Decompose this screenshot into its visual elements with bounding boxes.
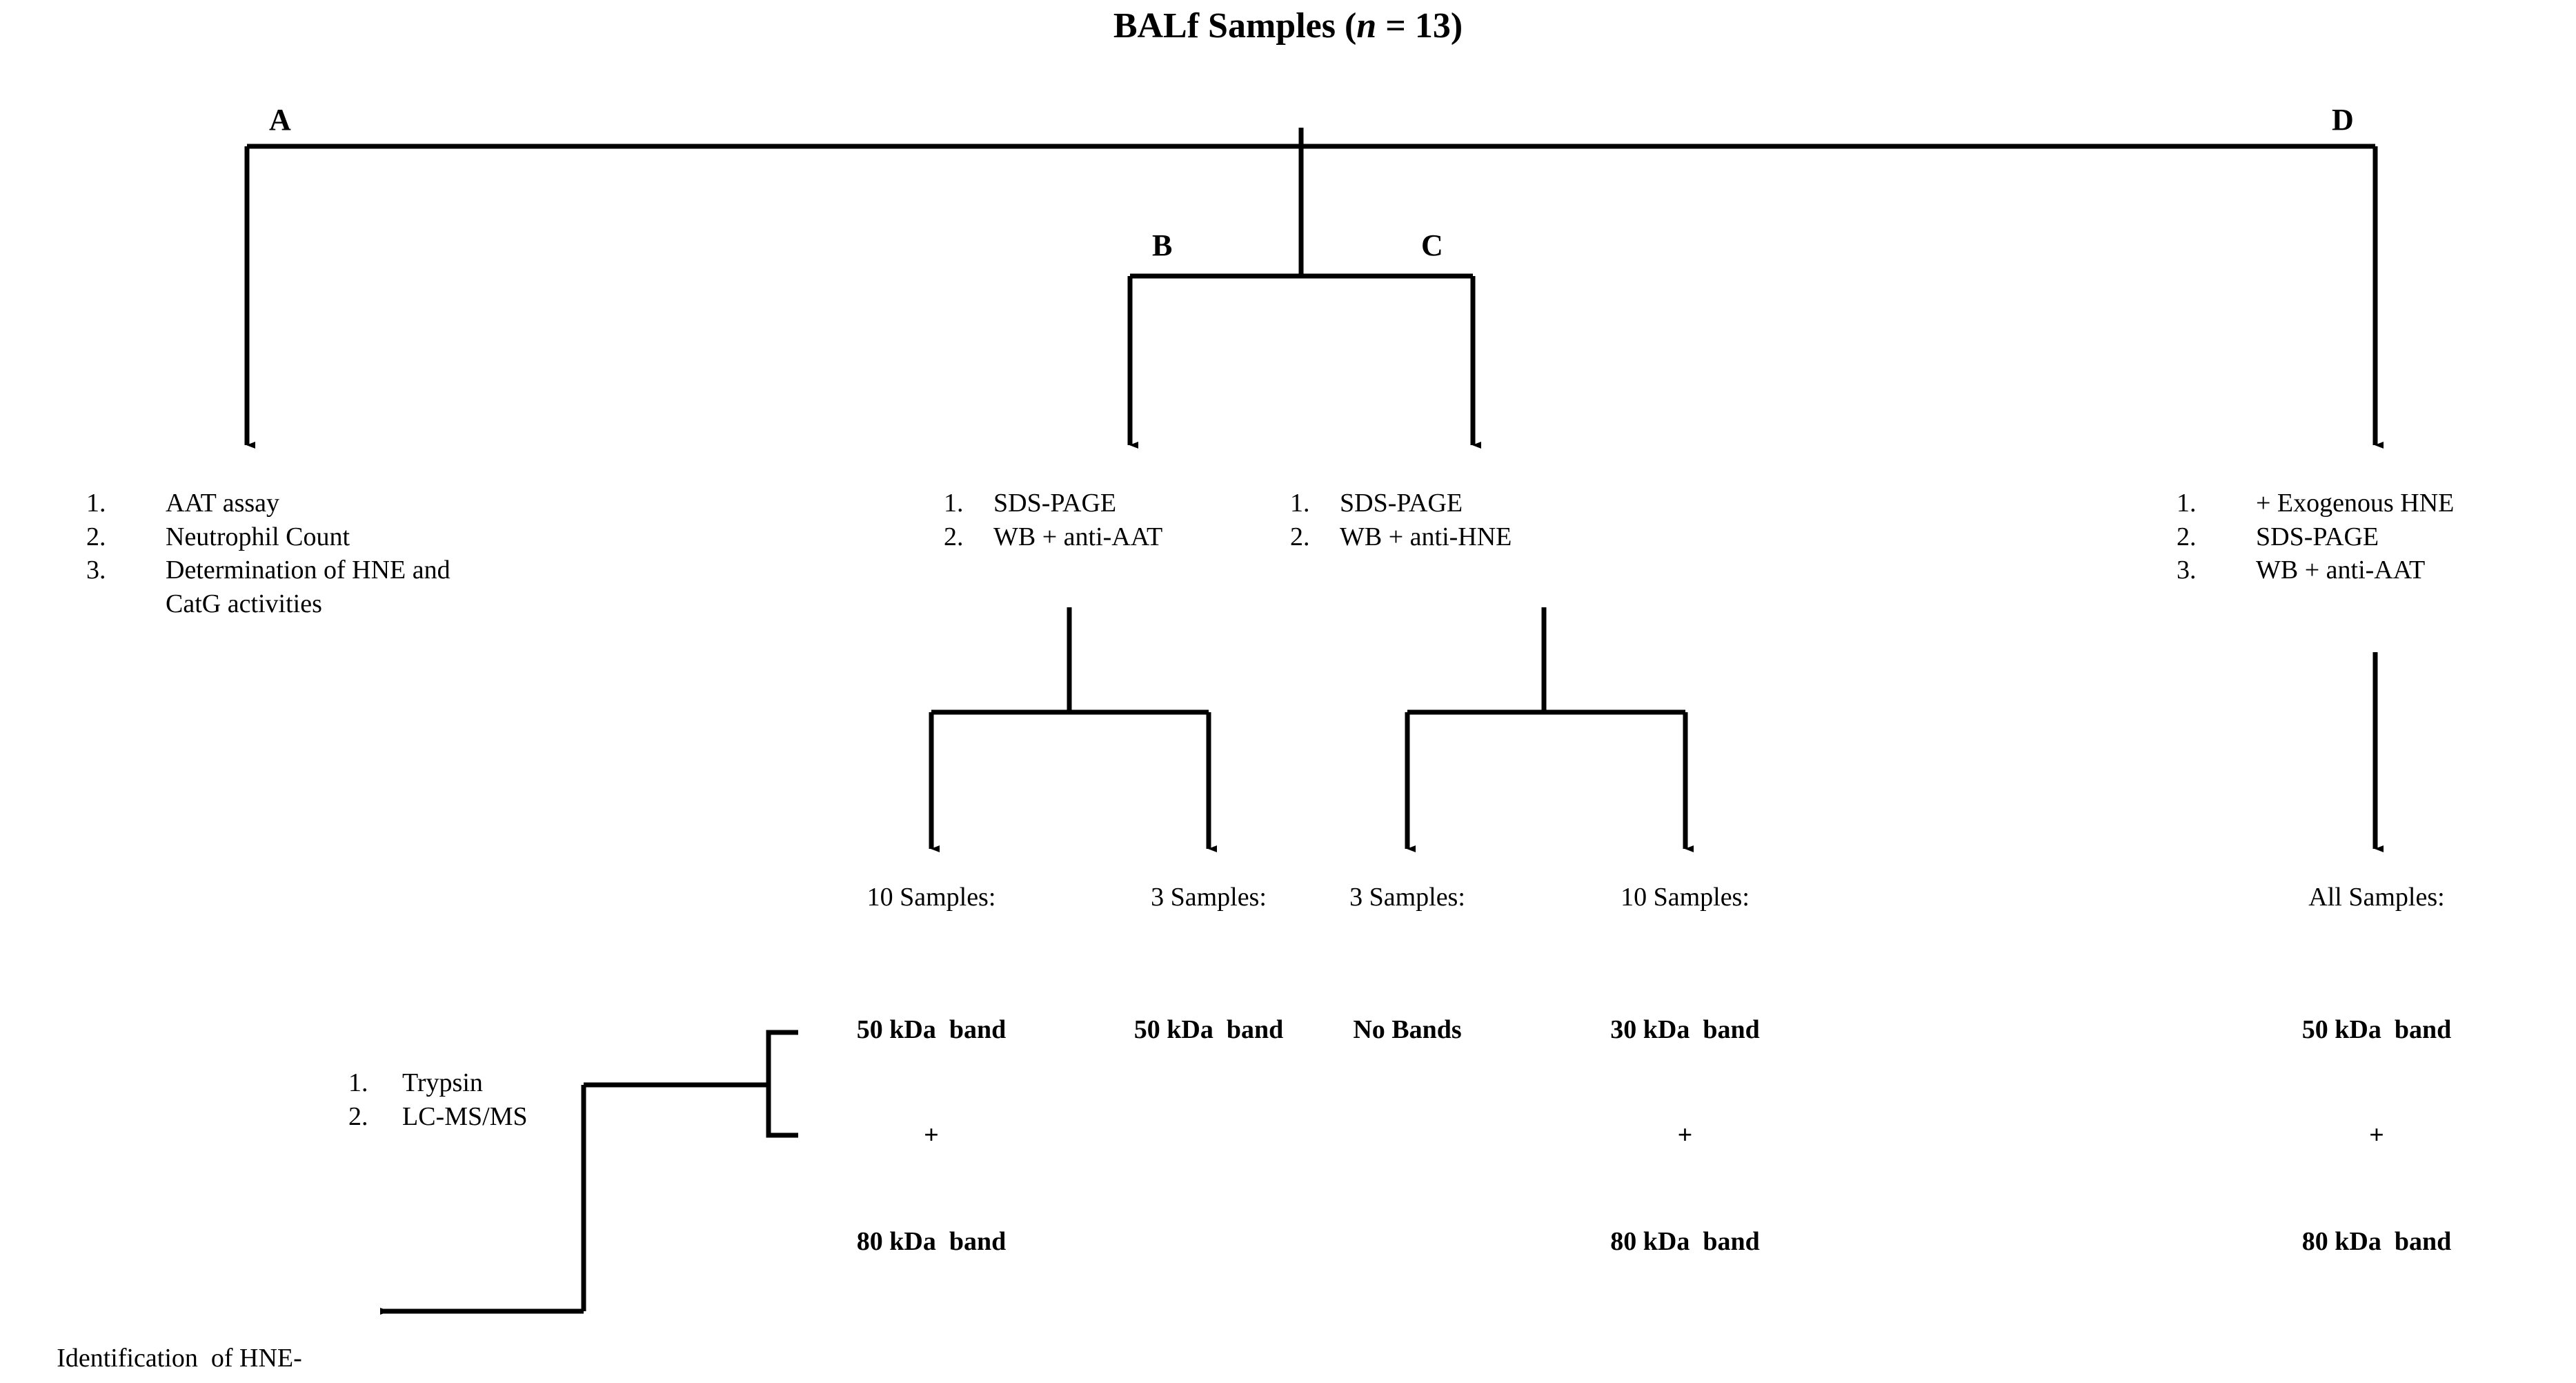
final-outcome: Identification of HNE- AAT complex	[7, 1273, 352, 1383]
final-outcome-line-1: Identification of HNE-	[57, 1343, 302, 1373]
result-header: 10 Samples:	[1621, 883, 1750, 912]
result-plus: +	[924, 1121, 939, 1150]
branch-label-c: C	[1421, 228, 1443, 262]
list-item-label: SDS-PAGE	[993, 489, 1117, 518]
list-item-number: 1.	[1290, 489, 1310, 518]
list-item-label: Trypsin	[402, 1068, 483, 1097]
result-b-left: 10 Samples: 50 kDa band + 80 kDa band	[786, 882, 1076, 1331]
list-item-number: 2.	[2177, 522, 2197, 551]
result-line-1: 50 kDa band	[2301, 1014, 2452, 1044]
result-c-left: 3 Samples: No Bands	[1273, 882, 1542, 1260]
branch-d-procedure-list: 1. + Exogenous HNE 2. SDS-PAGE 3. WB + a…	[2177, 487, 2576, 587]
list-item-number: 1.	[348, 1068, 368, 1097]
list-item-label: Neutrophil Count	[166, 522, 350, 551]
result-d-all: All Samples: 50 kDa band + 80 kDa band	[2232, 882, 2521, 1331]
downstream-procedure-list: 1. Trypsin 2. LC-MS/MS	[348, 1066, 707, 1133]
result-line-2: 80 kDa band	[2301, 1227, 2452, 1257]
result-header: 3 Samples:	[1349, 883, 1465, 912]
branch-label-b: B	[1152, 228, 1173, 262]
result-body: 50 kDa band	[1071, 941, 1347, 1260]
list-item: 1. Trypsin	[348, 1066, 707, 1100]
list-item: 1. SDS-PAGE	[944, 487, 1330, 520]
branch-label-d: D	[2332, 103, 2354, 137]
list-item-label-continued: CatG activities	[166, 589, 322, 618]
list-item: 2. WB + anti-AAT	[944, 520, 1330, 554]
result-line-1: 30 kDa band	[1610, 1014, 1760, 1044]
list-item: 2. SDS-PAGE	[2177, 520, 2576, 554]
title-lead: BALf Samples (	[1113, 6, 1357, 46]
list-item-number: 2.	[1290, 522, 1310, 551]
list-item: 3. WB + anti-AAT	[2177, 553, 2576, 587]
list-item: 2. WB + anti-HNE	[1290, 520, 1676, 554]
result-b-right: 3 Samples: 50 kDa band	[1071, 882, 1347, 1260]
list-item-label: SDS-PAGE	[2256, 522, 2379, 551]
list-item-label: Determination of HNE and	[166, 556, 450, 585]
list-item-number: 2.	[86, 522, 106, 551]
title-italic-n: n	[1356, 6, 1377, 46]
list-item-number: 2.	[348, 1101, 368, 1131]
list-item: 1. + Exogenous HNE	[2177, 487, 2576, 520]
page-title: BALf Samples (n = 13)	[0, 6, 2576, 46]
result-line-2: 80 kDa band	[856, 1227, 1007, 1257]
list-item-label: SDS-PAGE	[1340, 489, 1463, 518]
list-item-continuation: CatG activities	[86, 587, 707, 621]
list-item-label: WB + anti-AAT	[2256, 556, 2426, 585]
result-header: 10 Samples:	[866, 883, 996, 912]
result-body: No Bands	[1273, 941, 1542, 1260]
result-body: 50 kDa band + 80 kDa band	[786, 941, 1076, 1331]
list-item: 1. SDS-PAGE	[1290, 487, 1676, 520]
list-item: 3. Determination of HNE and	[86, 553, 707, 587]
branch-label-a: A	[269, 103, 291, 137]
result-line-1: 50 kDa band	[856, 1014, 1007, 1044]
title-tail: = 13)	[1376, 6, 1463, 46]
list-item-label: AAT assay	[166, 489, 280, 518]
result-header: 3 Samples:	[1151, 883, 1267, 912]
result-plus: +	[2369, 1121, 2384, 1150]
list-item-label: WB + anti-AAT	[993, 522, 1163, 551]
list-item: 2. LC-MS/MS	[348, 1100, 707, 1134]
result-body: 30 kDa band + 80 kDa band	[1542, 941, 1828, 1331]
list-item: 1. AAT assay	[86, 487, 707, 520]
result-line-1: No Bands	[1353, 1014, 1462, 1044]
list-item-label: + Exogenous HNE	[2256, 489, 2455, 518]
branch-a-procedure-list: 1. AAT assay 2. Neutrophil Count 3. Dete…	[86, 487, 707, 621]
result-body: 50 kDa band + 80 kDa band	[2232, 941, 2521, 1331]
list-item-number: 1.	[944, 489, 964, 518]
list-item-number: 3.	[86, 556, 106, 585]
list-item-number: 1.	[86, 489, 106, 518]
list-item-number: 2.	[944, 522, 964, 551]
branch-c-procedure-list: 1. SDS-PAGE 2. WB + anti-HNE	[1290, 487, 1676, 553]
result-plus: +	[1677, 1121, 1693, 1150]
result-header: All Samples:	[2308, 883, 2445, 912]
list-item-number: 1.	[2177, 489, 2197, 518]
result-c-right: 10 Samples: 30 kDa band + 80 kDa band	[1542, 882, 1828, 1331]
result-line-2: 80 kDa band	[1610, 1227, 1760, 1257]
list-item-label: LC-MS/MS	[402, 1101, 528, 1131]
list-item-label: WB + anti-HNE	[1340, 522, 1512, 551]
list-item-number: 3.	[2177, 556, 2197, 585]
branch-b-procedure-list: 1. SDS-PAGE 2. WB + anti-AAT	[944, 487, 1330, 553]
result-line-1: 50 kDa band	[1133, 1014, 1284, 1044]
list-item: 2. Neutrophil Count	[86, 520, 707, 554]
